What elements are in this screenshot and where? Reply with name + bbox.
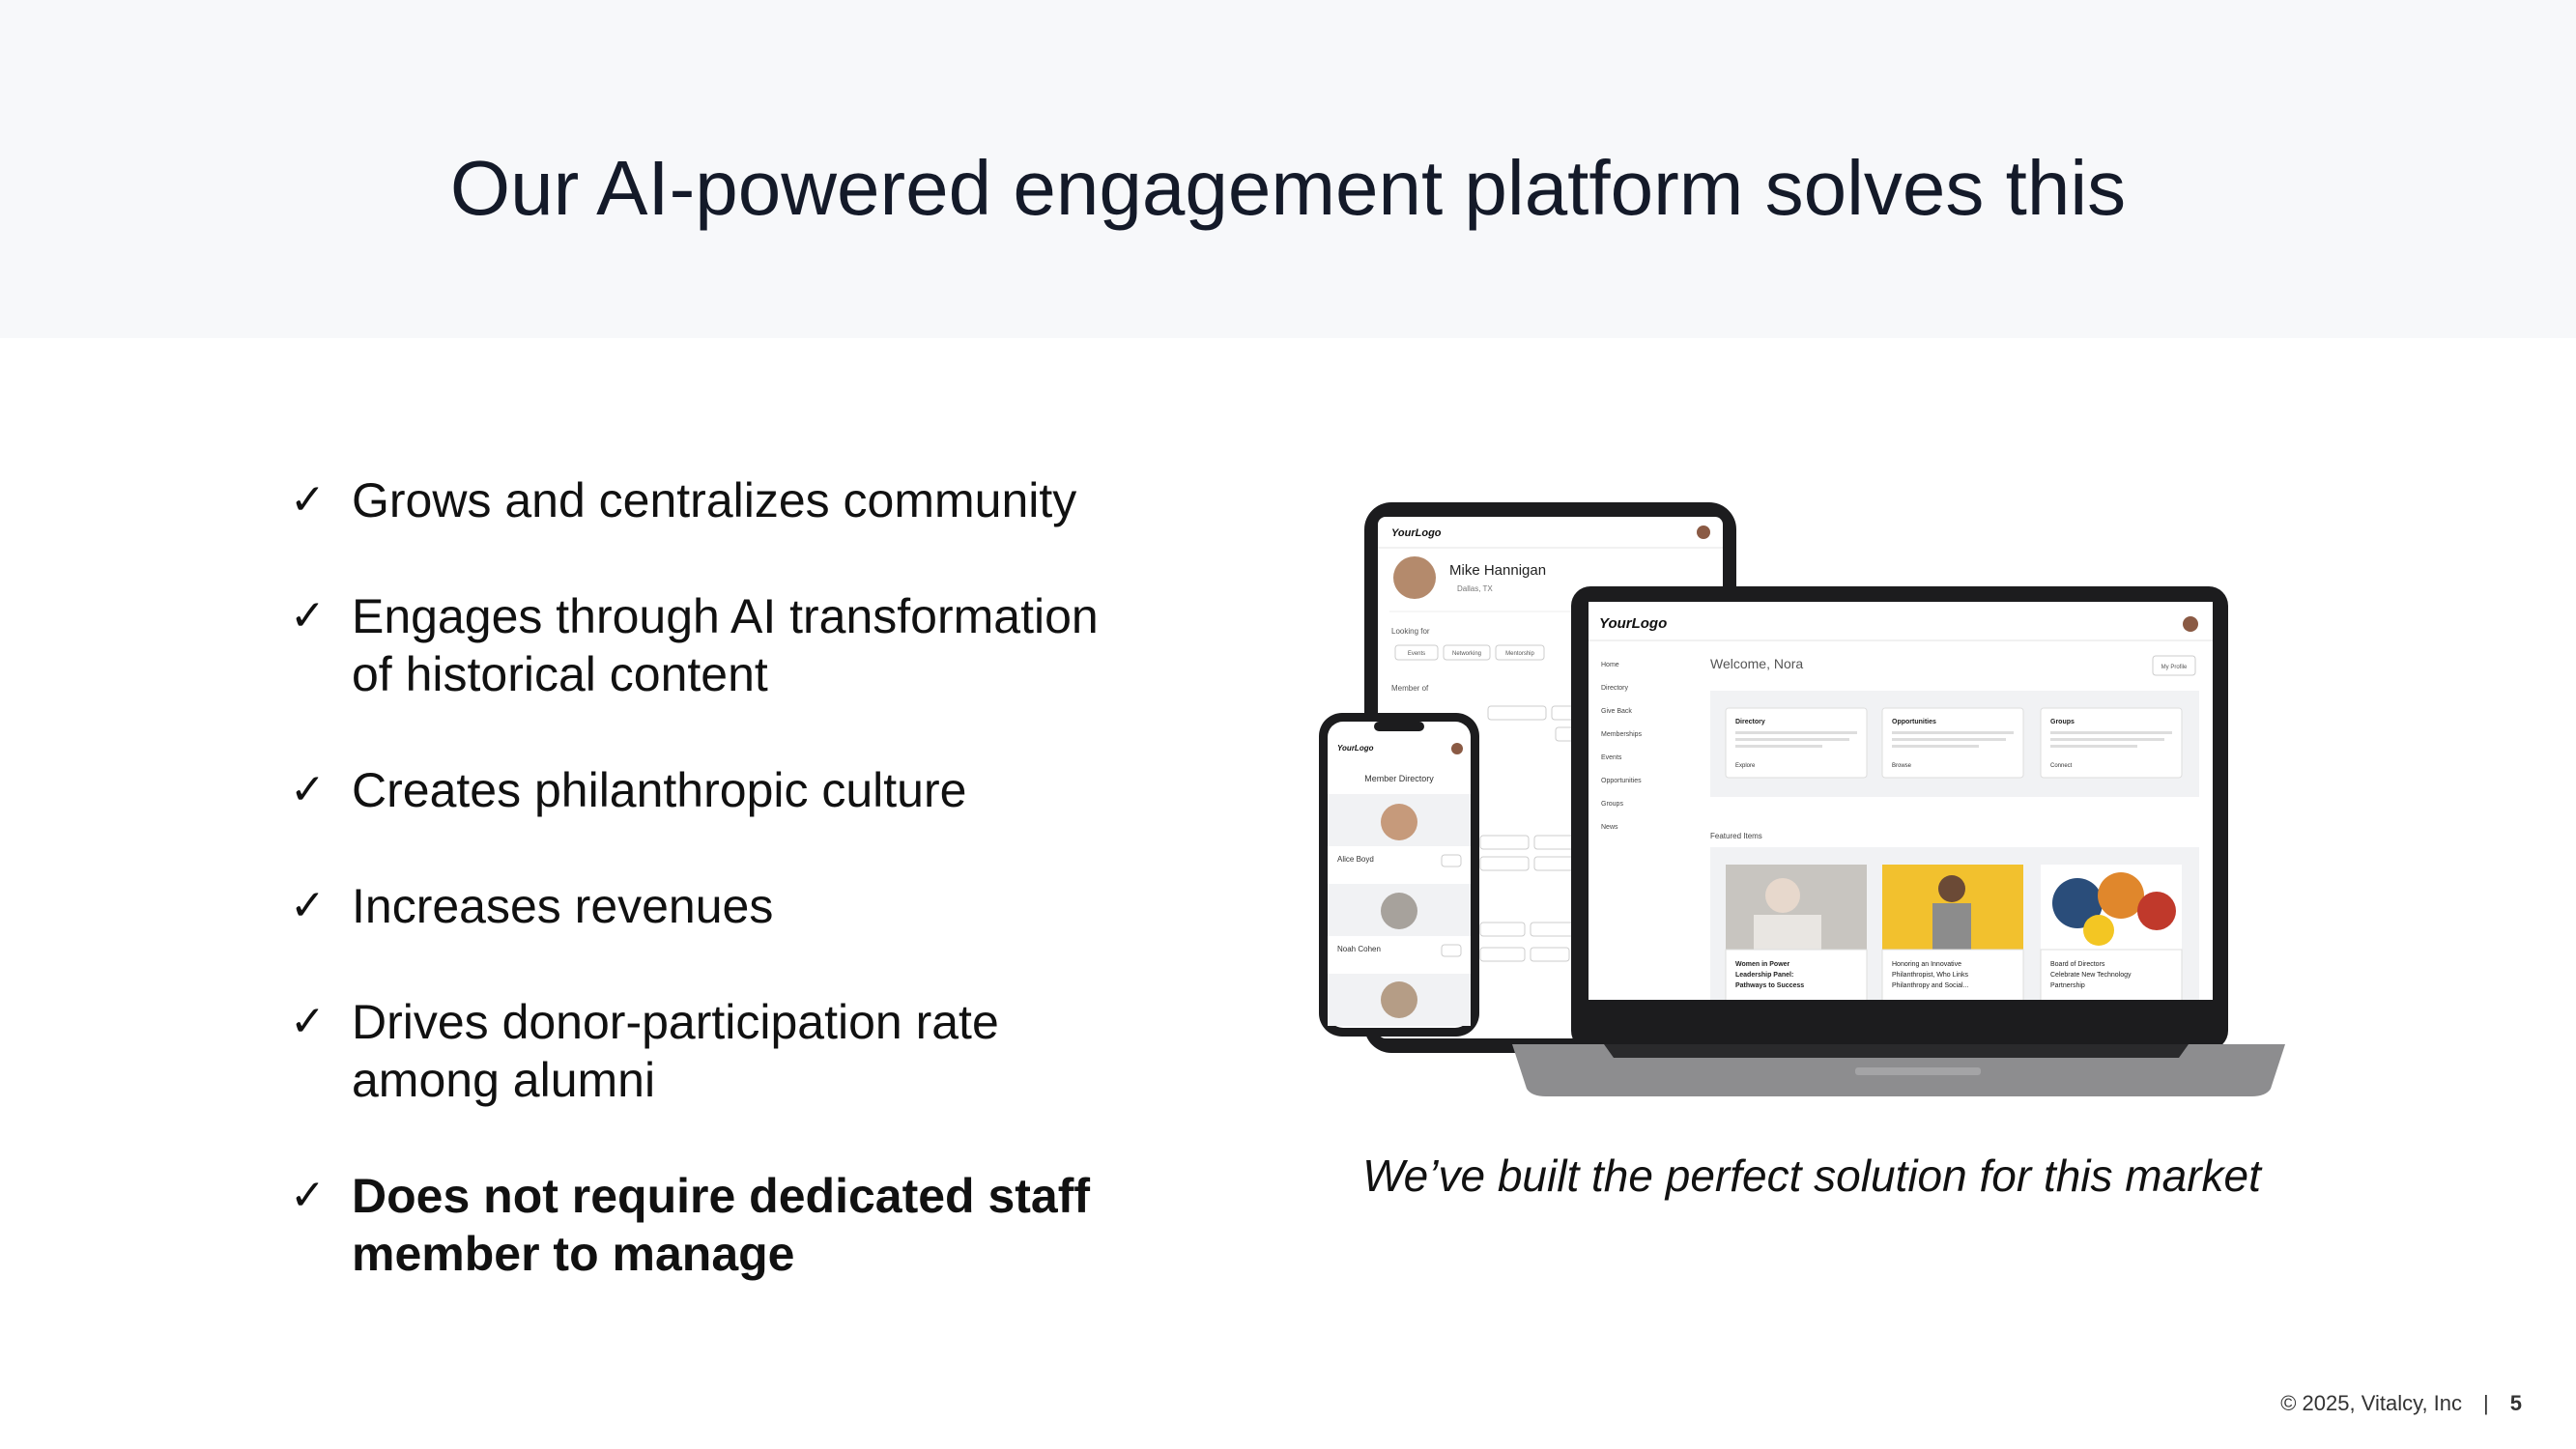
check-icon: ✓ <box>290 765 326 814</box>
nav-item[interactable]: Opportunities <box>1601 778 1642 784</box>
more-button[interactable] <box>1441 854 1462 867</box>
member-directory-title: Member Directory <box>1364 774 1434 783</box>
phone-logo: YourLogo <box>1337 744 1374 753</box>
card-action[interactable]: Explore <box>1735 763 1756 769</box>
benefit-text: among alumni <box>352 1053 656 1107</box>
check-icon: ✓ <box>290 997 326 1046</box>
phone-device: YourLogo Member Directory Alice Boyd Noa… <box>1319 713 1479 1037</box>
welcome-text: Welcome, Nora <box>1710 656 1803 671</box>
benefit-text: Engages through AI transformation <box>352 589 1099 643</box>
footer: © 2025, Vitalcy, Inc | 5 <box>2280 1391 2522 1416</box>
avatar <box>1393 556 1436 599</box>
card-groups[interactable] <box>2040 707 2183 779</box>
featured-title-line: Philanthropy and Social... <box>1892 982 1968 989</box>
tag <box>1495 644 1545 661</box>
benefit-text: Grows and centralizes community <box>352 473 1077 527</box>
more-button[interactable] <box>1441 944 1462 957</box>
benefit-text: Does not require dedicated staff <box>352 1169 1091 1223</box>
nav-item[interactable]: Memberships <box>1601 731 1643 738</box>
featured-title-line: Board of Directors <box>2050 961 2105 968</box>
page-number: 5 <box>2509 1391 2522 1415</box>
benefit-text: member to manage <box>352 1227 795 1281</box>
member-name[interactable]: Alice Boyd <box>1337 855 1374 864</box>
tag-label: Networking <box>1452 651 1481 657</box>
benefit-list: ✓ Grows and centralizes community ✓ Engages… <box>290 471 1159 1341</box>
tag-label: Mentorship <box>1505 651 1534 657</box>
card-action[interactable]: Browse <box>1892 763 1912 769</box>
header-band <box>0 0 2576 338</box>
nav-item[interactable]: Groups <box>1601 801 1623 808</box>
featured-title-line: Celebrate New Technology <box>2050 972 2132 979</box>
card-action[interactable]: Connect <box>2050 763 2073 769</box>
tag <box>1443 644 1491 661</box>
my-profile-button[interactable] <box>2152 655 2196 676</box>
benefit-item: ✓ Creates philanthropic culture <box>290 761 1159 819</box>
my-profile-label: My Profile <box>2161 665 2188 670</box>
nav-item[interactable]: Directory <box>1601 685 1629 692</box>
tablet-location: Dallas, TX <box>1457 584 1493 593</box>
featured-title-line: Women in Power <box>1735 961 1790 968</box>
benefit-text: Increases revenues <box>352 879 774 933</box>
benefit-item: ✓ Increases revenues <box>290 877 1159 935</box>
check-icon: ✓ <box>290 591 326 640</box>
avatar <box>2183 616 2198 632</box>
nav-item[interactable]: Give Back <box>1601 708 1632 715</box>
avatar <box>1381 804 1417 840</box>
tablet-logo: YourLogo <box>1391 527 1442 539</box>
laptop-sidebar: Home Directory Give Back Memberships Eve… <box>1601 662 1643 831</box>
avatar <box>1451 743 1463 754</box>
footer-separator: | <box>2483 1391 2489 1415</box>
laptop-keyboard <box>1604 1044 2189 1058</box>
featured-title: Featured Items <box>1710 832 1762 840</box>
avatar <box>1381 893 1417 929</box>
tag <box>1394 644 1439 661</box>
copyright: © 2025, Vitalcy, Inc <box>2280 1391 2463 1415</box>
laptop-logo: YourLogo <box>1599 615 1667 632</box>
card-title: Opportunities <box>1892 719 1936 725</box>
tablet-profile-name: Mike Hannigan <box>1449 562 1546 579</box>
mockup-caption: We’ve built the perfect solution for thi… <box>1362 1151 2261 1201</box>
benefit-text: Creates philanthropic culture <box>352 763 967 817</box>
check-icon: ✓ <box>290 1171 326 1220</box>
avatar <box>1697 526 1710 539</box>
featured-title-line: Leadership Panel: <box>1735 972 1793 979</box>
card-title: Directory <box>1735 719 1765 725</box>
member-name[interactable]: Noah Cohen <box>1337 945 1381 953</box>
laptop-device: YourLogo Home Directory Give Back Member… <box>1512 586 2285 1096</box>
featured-title-line: Pathways to Success <box>1735 982 1804 989</box>
avatar <box>1381 981 1417 1018</box>
looking-for-label: Looking for <box>1391 627 1430 636</box>
nav-item[interactable]: News <box>1601 824 1618 831</box>
check-icon: ✓ <box>290 881 326 930</box>
tag-label: Events <box>1408 651 1425 657</box>
featured-title-line: Partnership <box>2050 982 2085 989</box>
card-directory[interactable] <box>1725 707 1868 779</box>
member-of-label: Member of <box>1391 684 1429 693</box>
device-mockup: YourLogo Mike Hannigan Dallas, TX Lookin… <box>1314 497 2300 1096</box>
featured-title-line: Honoring an Innovative <box>1892 961 1961 968</box>
benefit-item: ✓ Grows and centralizes community <box>290 471 1159 529</box>
nav-item[interactable]: Home <box>1601 662 1619 668</box>
card-opportunities[interactable] <box>1881 707 2024 779</box>
check-icon: ✓ <box>290 475 326 525</box>
device-mockup-svg: YourLogo Mike Hannigan Dallas, TX Lookin… <box>1319 502 2285 1096</box>
benefit-text: Drives donor-participation rate <box>352 995 999 1049</box>
page-title: Our AI-powered engagement platform solve… <box>449 145 2127 231</box>
benefit-text: of historical content <box>352 647 768 701</box>
nav-item[interactable]: Events <box>1601 754 1622 761</box>
featured-title-line: Philanthropist, Who Links <box>1892 972 1968 979</box>
card-title: Groups <box>2050 719 2075 725</box>
